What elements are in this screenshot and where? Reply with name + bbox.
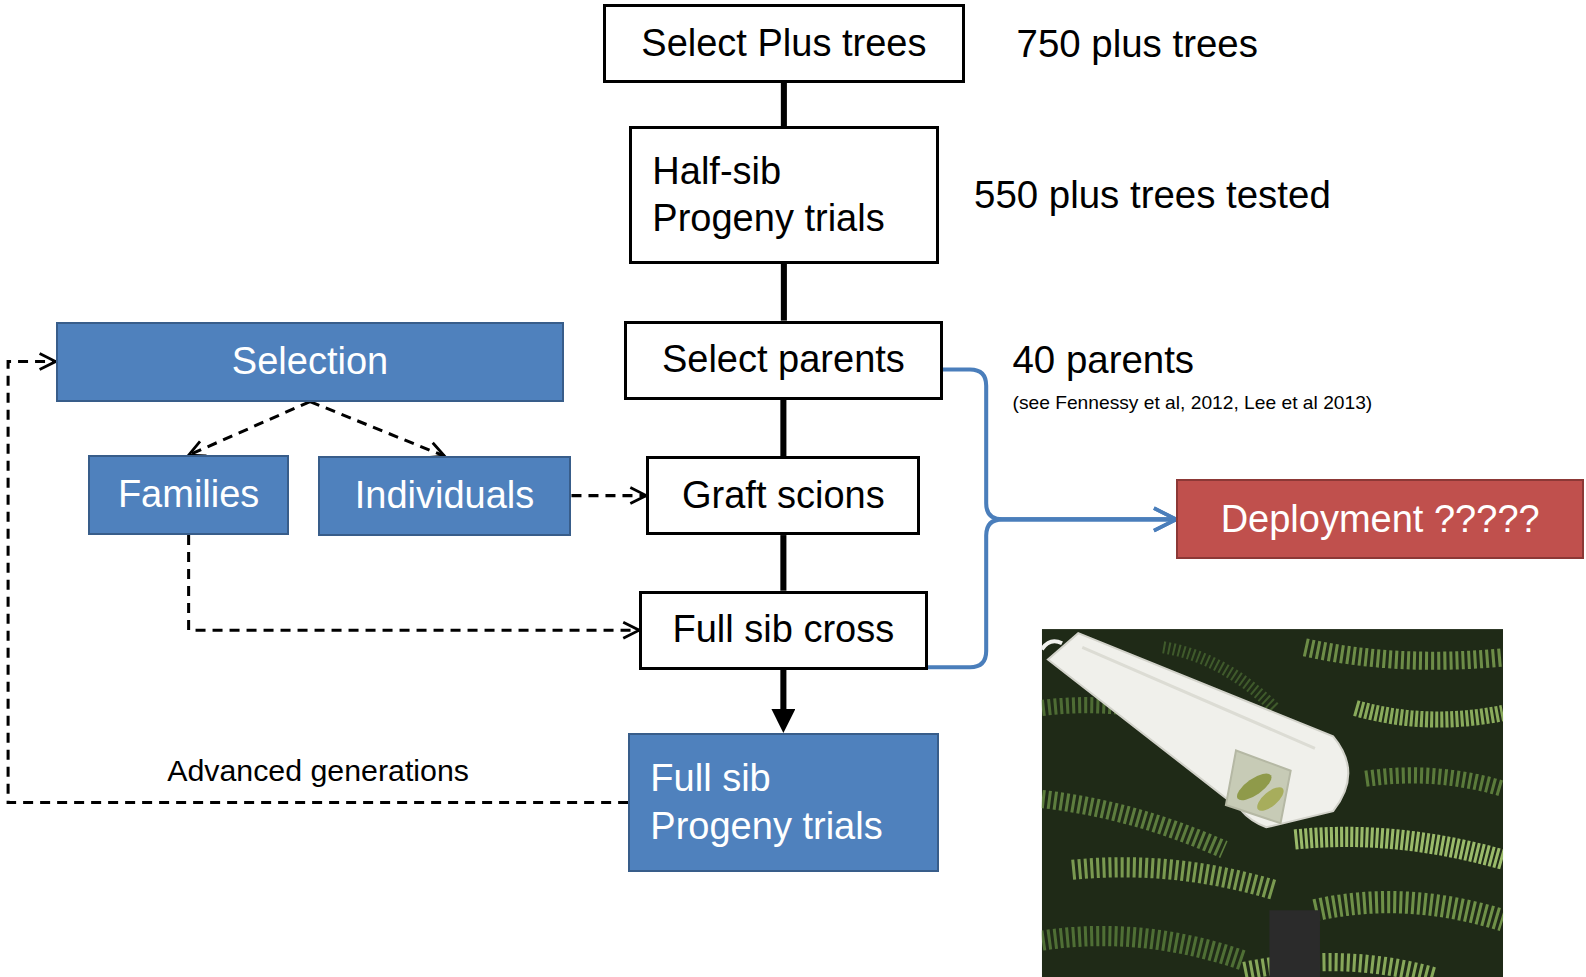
box-text: Select Plus trees [641,20,926,68]
bracket-arrow [928,519,1177,667]
annotation-label: 550 plus trees tested [974,173,1331,217]
photo-background [1042,629,1503,977]
cone [1253,783,1287,815]
spruce-branch [1365,775,1503,788]
spruce-branch [1042,936,1244,961]
spruce-branch [1072,867,1274,890]
dashed-arrow [189,402,310,456]
photo-content [1042,629,1503,977]
selection-box: Full sib Progeny trials [628,733,939,872]
flow-line [781,264,787,321]
box-text: Graft scions [682,472,885,520]
bag-fold [1082,647,1315,748]
flow-line [780,670,786,712]
spruce-branch [1355,708,1503,720]
box-text: Full sib cross [673,606,895,654]
box-text: Selection [232,338,388,386]
bag-window [1226,750,1291,823]
annotation-label: 40 parents [1012,338,1194,382]
process-box: Select Plus trees [603,4,965,83]
pot-shadow [1269,910,1320,977]
spruce-branch [1295,837,1503,860]
process-box: Select parents [624,321,943,400]
box-text: Families [118,471,259,519]
selection-box: Families [88,455,289,535]
dashed-arrow [189,535,640,630]
process-box: Half-sib Progeny trials [629,126,939,264]
pollination-bag [1048,633,1348,827]
box-text: Full sib Progeny trials [650,755,903,850]
citation-note: (see Fennessy et al, 2012, Lee et al 201… [1012,392,1372,414]
spruce-branch [1305,647,1503,660]
flow-line [780,535,786,591]
box-text: Individuals [355,472,535,520]
box-text: Deployment ????? [1221,496,1540,544]
spruce-branch [1042,799,1224,850]
box-text: Select parents [662,336,905,384]
dashed-arrow [8,362,628,803]
outcome-box: Deployment ????? [1176,479,1584,559]
flow-line [780,400,786,457]
selection-box: Selection [56,322,565,402]
dashed-arrow [571,494,646,497]
flow-line [781,83,787,127]
annotation-label: 750 plus trees [1017,22,1258,66]
process-box: Full sib cross [639,591,927,670]
bag-tie [1042,641,1062,649]
spruce-branch [1315,902,1503,920]
process-box: Graft scions [646,456,920,535]
dashed-arrow [310,402,445,457]
selection-box: Individuals [318,456,572,536]
edge-label: Advanced generations [164,754,472,789]
bracket-arrow [943,370,1177,520]
box-text: Half-sib Progeny trials [652,148,905,243]
